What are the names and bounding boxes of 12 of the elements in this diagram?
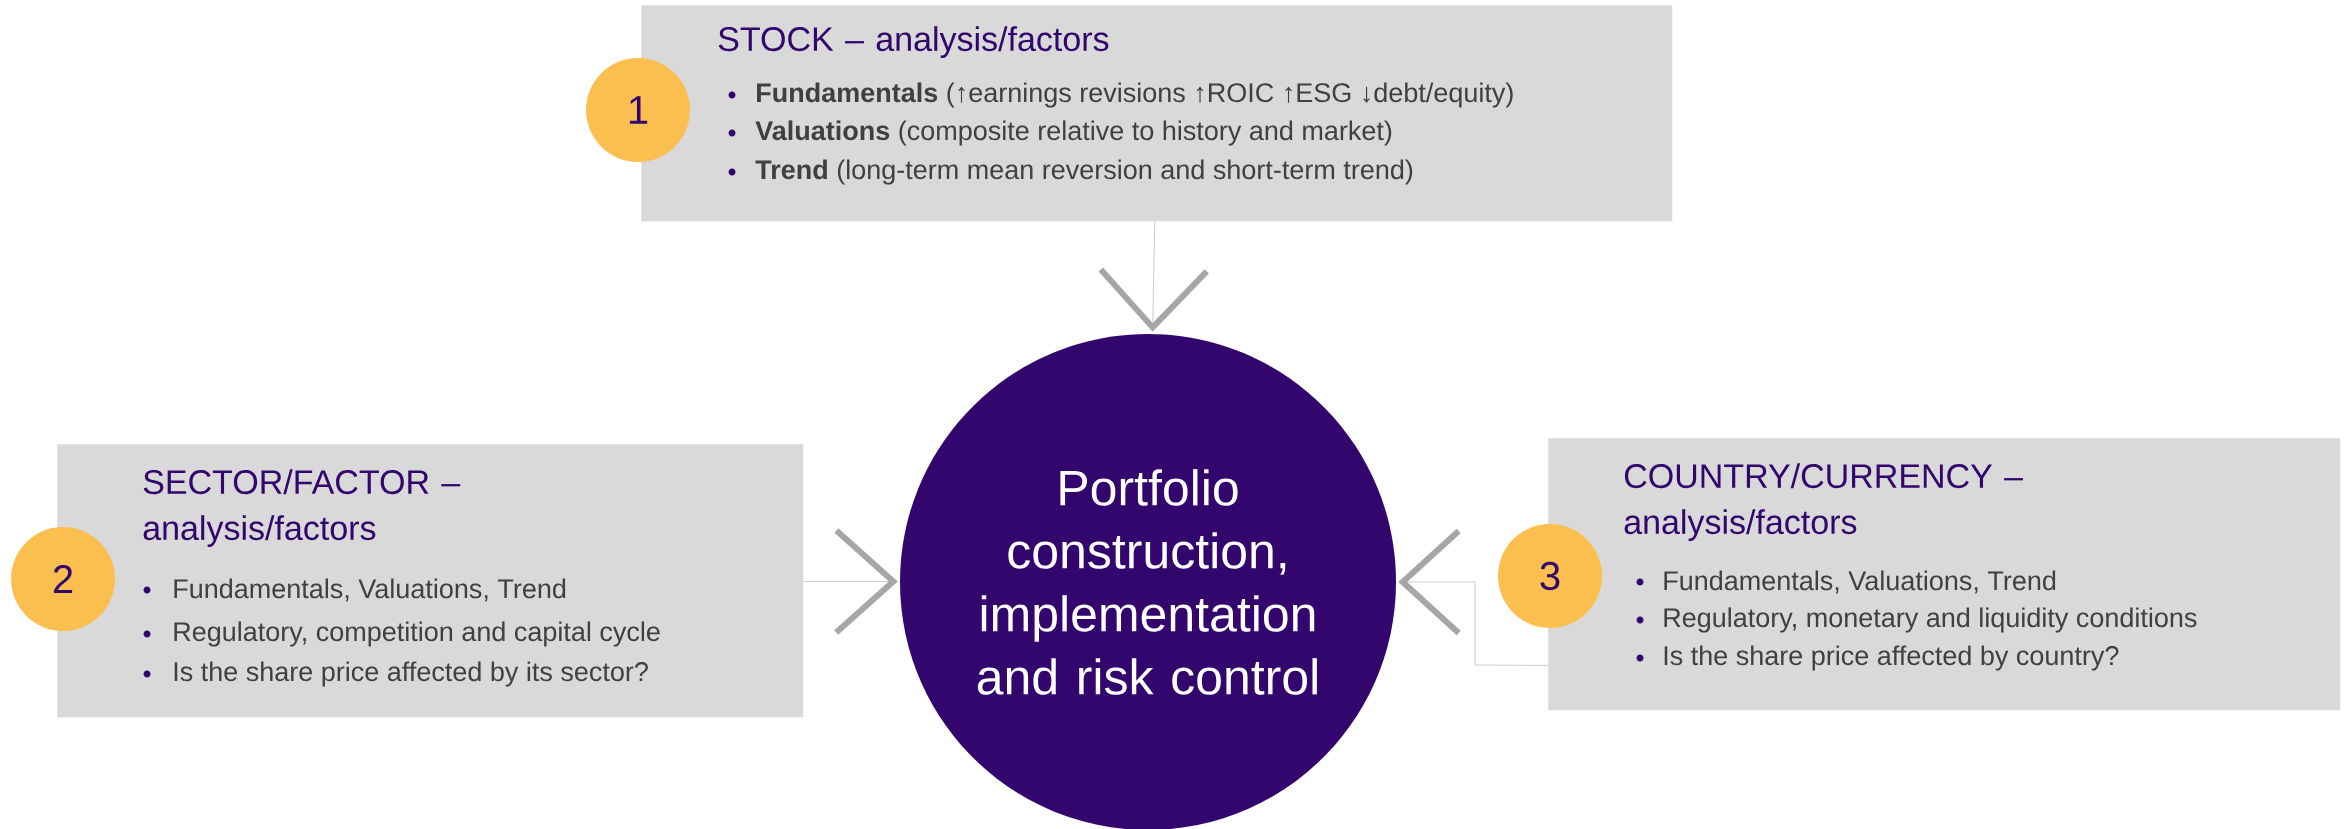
bullet-text: Is the share price affected by its sector? — [174, 661, 648, 687]
bullet-text: Valuations (composite relative to history and market) — [755, 120, 1392, 146]
bullet-text: Regulatory, competition and capital cycle — [174, 621, 660, 647]
bullet-text: Is the share price affected by country? — [1664, 645, 2119, 671]
bullet-text: Regulatory, monetary and liquidity conditions — [1664, 607, 2197, 633]
bullet-text: Fundamentals, Valuations, Trend — [174, 578, 566, 602]
panel-heading: COUNTRY/CURRENCY – analysis/factors — [1624, 463, 2023, 541]
panel-heading: STOCK – analysis/factors — [718, 26, 1109, 58]
bullet-text: Trend (long-term mean reversion and short-term trend) — [755, 159, 1413, 185]
panel-heading: SECTOR/FACTOR – analysis/factors — [143, 469, 461, 547]
bullet-text: Fundamentals (↑earnings revisions ↑ROIC ↑ESG ↓debt/equity) — [757, 82, 1513, 108]
bullet-text: Fundamentals, Valuations, Trend — [1664, 570, 2056, 594]
